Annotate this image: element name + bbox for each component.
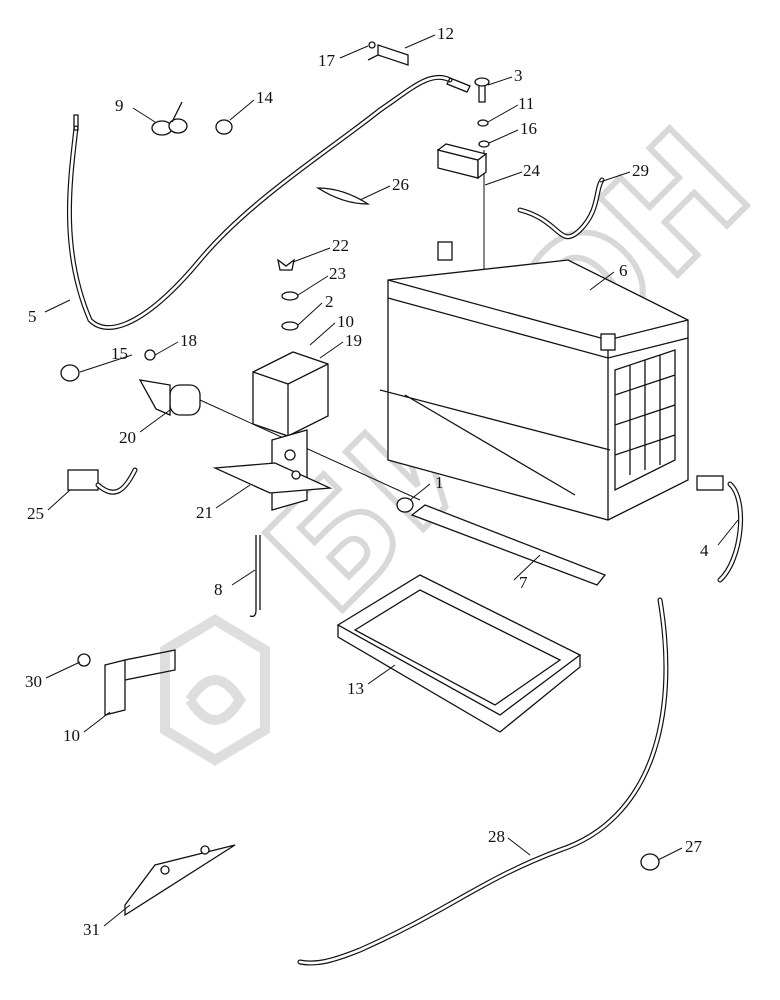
callout-31: 31	[83, 920, 100, 939]
callout-6: 6	[619, 261, 628, 280]
callout-4: 4	[700, 541, 709, 560]
callout-26: 26	[392, 175, 409, 194]
connector-25	[67, 467, 138, 495]
rod-8	[249, 535, 261, 618]
bracket-21	[212, 429, 414, 513]
grommet-27	[640, 853, 660, 871]
bracket-12	[367, 41, 409, 66]
callout-5: 5	[28, 307, 37, 326]
bracket-31	[124, 844, 236, 917]
callout-30: 30	[25, 672, 42, 691]
callout-8: 8	[214, 580, 223, 599]
clip-9	[151, 101, 188, 136]
callout-labels: 17 12 3 11 16 9 14 24 29 26 22 23 6 2 10…	[25, 24, 709, 939]
callout-27: 27	[685, 837, 703, 856]
switch-20	[138, 349, 421, 501]
callout-11: 11	[518, 94, 534, 113]
cable-4	[696, 475, 744, 583]
cable-5	[66, 74, 471, 330]
callout-18: 18	[180, 331, 197, 350]
bolt-3	[474, 77, 490, 300]
callout-1: 1	[435, 473, 444, 492]
grommet-15	[60, 364, 80, 382]
terminal-24	[436, 143, 488, 180]
callout-21: 21	[196, 503, 213, 522]
callout-13: 13	[347, 679, 364, 698]
plate-7	[410, 504, 607, 586]
clamp-14	[215, 119, 233, 135]
callout-23: 23	[329, 264, 346, 283]
callout-10-lower: 10	[63, 726, 80, 745]
callout-17: 17	[318, 51, 336, 70]
callout-24: 24	[523, 161, 541, 180]
callout-28: 28	[488, 827, 505, 846]
tray-13	[336, 574, 582, 733]
callout-9: 9	[115, 96, 124, 115]
callout-3: 3	[514, 66, 523, 85]
box-19	[252, 351, 329, 437]
cable-28	[297, 597, 669, 966]
cable-29	[517, 177, 605, 240]
callout-25: 25	[27, 504, 44, 523]
callout-20: 20	[119, 428, 136, 447]
callout-15: 15	[111, 344, 128, 363]
bracket-10	[77, 649, 176, 716]
callout-2: 2	[325, 292, 334, 311]
callout-16: 16	[520, 119, 537, 138]
callout-14: 14	[256, 88, 274, 107]
callout-29: 29	[632, 161, 649, 180]
callout-10: 10	[337, 312, 354, 331]
callout-7: 7	[519, 573, 528, 592]
callout-12: 12	[437, 24, 454, 43]
wing-nut-22	[277, 258, 299, 331]
leader-lines	[44, 34, 739, 927]
callout-22: 22	[332, 236, 349, 255]
strap-26	[315, 187, 371, 205]
battery-6	[379, 241, 689, 521]
callout-19: 19	[345, 331, 362, 350]
